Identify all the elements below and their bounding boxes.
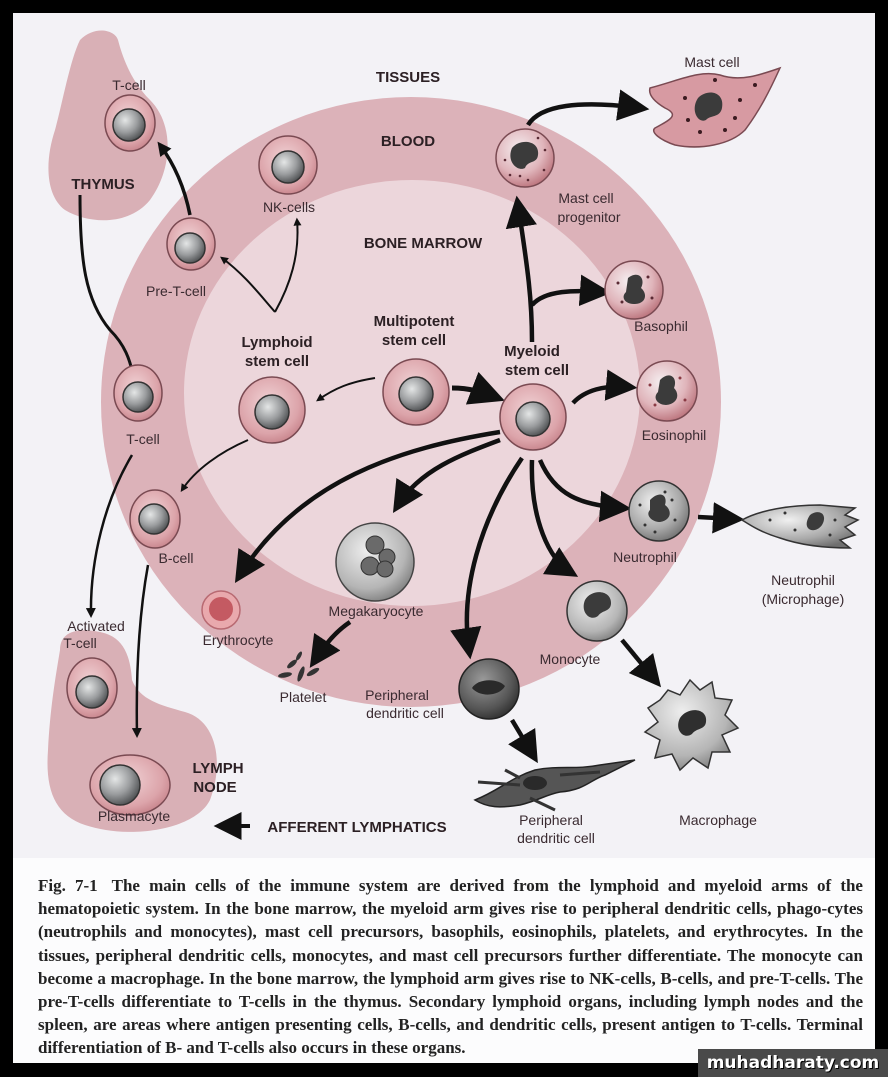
cell-myeloid-stem [499, 383, 567, 451]
immune-cell-diagram: TISSUES BLOOD BONE MARROW THYMUS LYMPH N… [13, 13, 875, 870]
cell-peripheral-dc-tissue [473, 759, 636, 812]
arrow-myeloid-to-erythrocyte [234, 429, 501, 583]
cell-macrophage [643, 678, 740, 772]
cell-mast-progenitor [495, 128, 555, 188]
label-b-cell: B-cell [158, 550, 193, 566]
cell-multipotent-stem [382, 358, 450, 426]
cell-activated-t [66, 657, 118, 719]
arrow-myeloid-to-basophil [530, 274, 612, 307]
cell-nk [258, 135, 318, 195]
label-peripheral-dc-blood-2: dendritic cell [366, 705, 444, 721]
arrow-pre-t-to-thymus-t [157, 141, 192, 216]
label-activated-t-2: T-cell [63, 635, 96, 651]
zone-label-blood: BLOOD [381, 133, 435, 150]
cell-eosinophil [636, 360, 698, 422]
label-multipotent-stem-1: Multipotent [374, 313, 455, 330]
arrow-t-cell-to-activated [85, 454, 134, 618]
arrow-multipotent-to-lymphoid [316, 377, 376, 402]
label-platelet: Platelet [280, 689, 327, 705]
label-t-cell-blood: T-cell [126, 431, 159, 447]
arrow-megakaryocyte-to-platelet [309, 620, 352, 668]
arrows [78, 89, 745, 840]
arrow-myeloid-to-neutrophil [537, 459, 632, 523]
arrow-myeloid-to-monocyte [529, 459, 579, 577]
label-peripheral-dc-tissue-2: dendritic cell [517, 830, 595, 846]
cell-lymphoid-stem [238, 376, 306, 444]
label-monocyte: Monocyte [540, 651, 601, 667]
platelets [278, 651, 320, 682]
label-mast-progenitor-2: progenitor [557, 209, 620, 225]
cell-peripheral-dc-blood [458, 658, 520, 720]
zone-label-afferent-lymphatics: AFFERENT LYMPHATICS [267, 819, 446, 836]
arrow-multipotent-to-myeloid [451, 371, 505, 405]
arrow-lymphoid-to-nk [274, 217, 302, 313]
cell-b [129, 489, 181, 549]
arrow-monocyte-to-macrophage [620, 638, 662, 688]
cell-erythrocyte [201, 590, 241, 630]
label-pre-t-cell: Pre-T-cell [146, 283, 206, 299]
zone-label-node: NODE [193, 779, 236, 796]
page: TISSUES BLOOD BONE MARROW THYMUS LYMPH N… [13, 13, 875, 1063]
caption-text: The main cells of the immune system are … [38, 876, 863, 1058]
label-macrophage: Macrophage [679, 812, 757, 828]
zone-label-bone-marrow: BONE MARROW [364, 235, 483, 252]
zone-label-lymph: LYMPH [192, 760, 243, 777]
diagram-canvas: TISSUES BLOOD BONE MARROW THYMUS LYMPH N… [47, 30, 860, 846]
cell-megakaryocyte [335, 522, 415, 602]
label-erythrocyte: Erythrocyte [203, 632, 274, 648]
label-myeloid-stem-2: stem cell [505, 362, 569, 379]
label-basophil: Basophil [634, 318, 688, 334]
label-mast-progenitor-1: Mast cell [558, 190, 613, 206]
label-activated-t-1: Activated [67, 618, 125, 634]
label-eosinophil: Eosinophil [642, 427, 707, 443]
arrow-neutrophil-to-microphage [697, 502, 745, 534]
cell-basophil [604, 260, 664, 320]
label-neutrophil: Neutrophil [613, 549, 677, 565]
arrow-myeloid-to-mast-progenitor [505, 195, 537, 343]
cell-t-cell-thymus [104, 94, 156, 152]
zone-label-thymus: THYMUS [71, 176, 134, 193]
arrow-thymus-to-t-cell [78, 194, 138, 379]
label-peripheral-dc-blood-1: Peripheral [365, 687, 429, 703]
label-lymphoid-stem-1: Lymphoid [241, 334, 312, 351]
label-myeloid-stem-1: Myeloid [504, 343, 560, 360]
label-lymphoid-stem-2: stem cell [245, 353, 309, 370]
label-peripheral-dc-tissue-1: Peripheral [519, 812, 583, 828]
cell-mast [648, 66, 782, 148]
watermark: muhadharaty.com [698, 1049, 888, 1077]
label-megakaryocyte: Megakaryocyte [329, 603, 424, 619]
zone-label-tissues: TISSUES [376, 69, 440, 86]
cell-pre-t [166, 217, 216, 271]
cell-monocyte [566, 580, 628, 642]
arrow-lymphoid-to-pre-t [220, 256, 276, 313]
label-neutrophil-micro-2: (Microphage) [762, 591, 844, 607]
label-mast-cell: Mast cell [684, 54, 739, 70]
cell-neutrophil-microphage [740, 504, 860, 549]
arrow-b-cell-to-plasmacyte [131, 564, 150, 738]
label-t-cell-thymus: T-cell [112, 77, 145, 93]
caption-figure-number: Fig. 7-1 [38, 876, 98, 895]
arrow-myeloid-to-eosinophil [571, 369, 638, 405]
label-neutrophil-micro-1: Neutrophil [771, 572, 835, 588]
label-plasmacyte: Plasmacyte [98, 808, 171, 824]
arrow-myeloid-to-peripheral-dc [450, 456, 524, 660]
arrow-progenitor-to-mast-cell [526, 89, 650, 127]
cell-t-cell-blood [113, 364, 163, 422]
arrow-myeloid-to-megakaryocyte [392, 437, 501, 513]
cell-neutrophil [628, 480, 690, 542]
label-multipotent-stem-2: stem cell [382, 332, 446, 349]
arrow-peripheral-dc-to-tissue-dc [508, 718, 538, 764]
label-nk-cells: NK-cells [263, 199, 315, 215]
cell-plasmacyte [89, 754, 171, 816]
arrow-lymphoid-to-b-cell [180, 439, 249, 493]
